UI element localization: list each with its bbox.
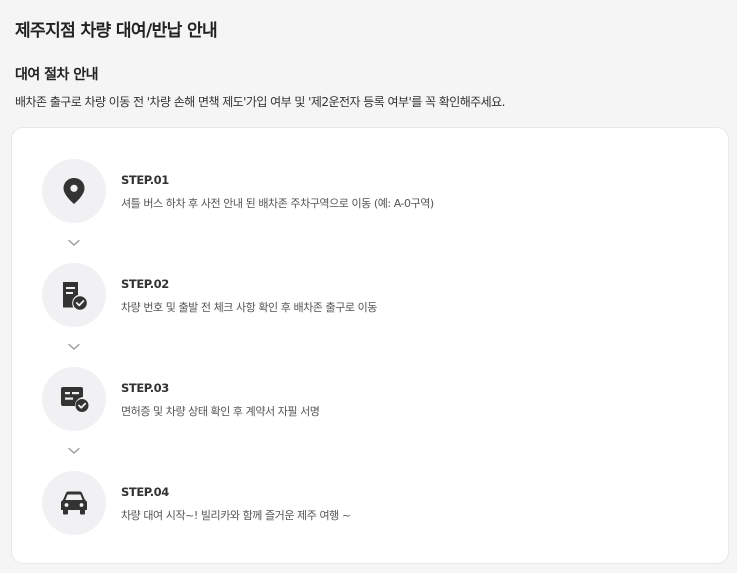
car-icon [59,490,89,516]
chevron-down-icon [67,239,81,247]
section-description: 배차존 출구로 차량 이동 전 '차량 손해 면책 제도'가입 여부 및 '제2… [15,95,505,109]
step-icon-circle [42,367,106,431]
step-label: STEP.01 [121,173,169,187]
checklist-document-icon [60,280,88,310]
rental-procedure-card: STEP.01 셔틀 버스 하차 후 사전 안내 된 배차존 주차구역으로 이동… [11,127,729,564]
chevron-down-icon [67,447,81,455]
location-pin-icon [62,177,86,205]
step-description: 차량 번호 및 출발 전 체크 사항 확인 후 배차존 출구로 이동 [121,301,377,314]
step-label: STEP.03 [121,381,169,395]
id-card-check-icon [59,385,89,413]
step-icon-circle [42,263,106,327]
step-description: 셔틀 버스 하차 후 사전 안내 된 배차존 주차구역으로 이동 (예: A-0… [121,197,434,210]
page-title: 제주지점 차량 대여/반납 안내 [15,21,218,41]
step-description: 차량 대여 시작~! 빌리카와 함께 즐거운 제주 여행 ~ [121,509,351,522]
step-icon-circle [42,159,106,223]
step-icon-circle [42,471,106,535]
chevron-down-icon [67,343,81,351]
step-label: STEP.04 [121,485,169,499]
step-description: 면허증 및 차량 상태 확인 후 계약서 자필 서명 [121,405,320,418]
step-label: STEP.02 [121,277,169,291]
section-title: 대여 절차 안내 [15,67,99,83]
